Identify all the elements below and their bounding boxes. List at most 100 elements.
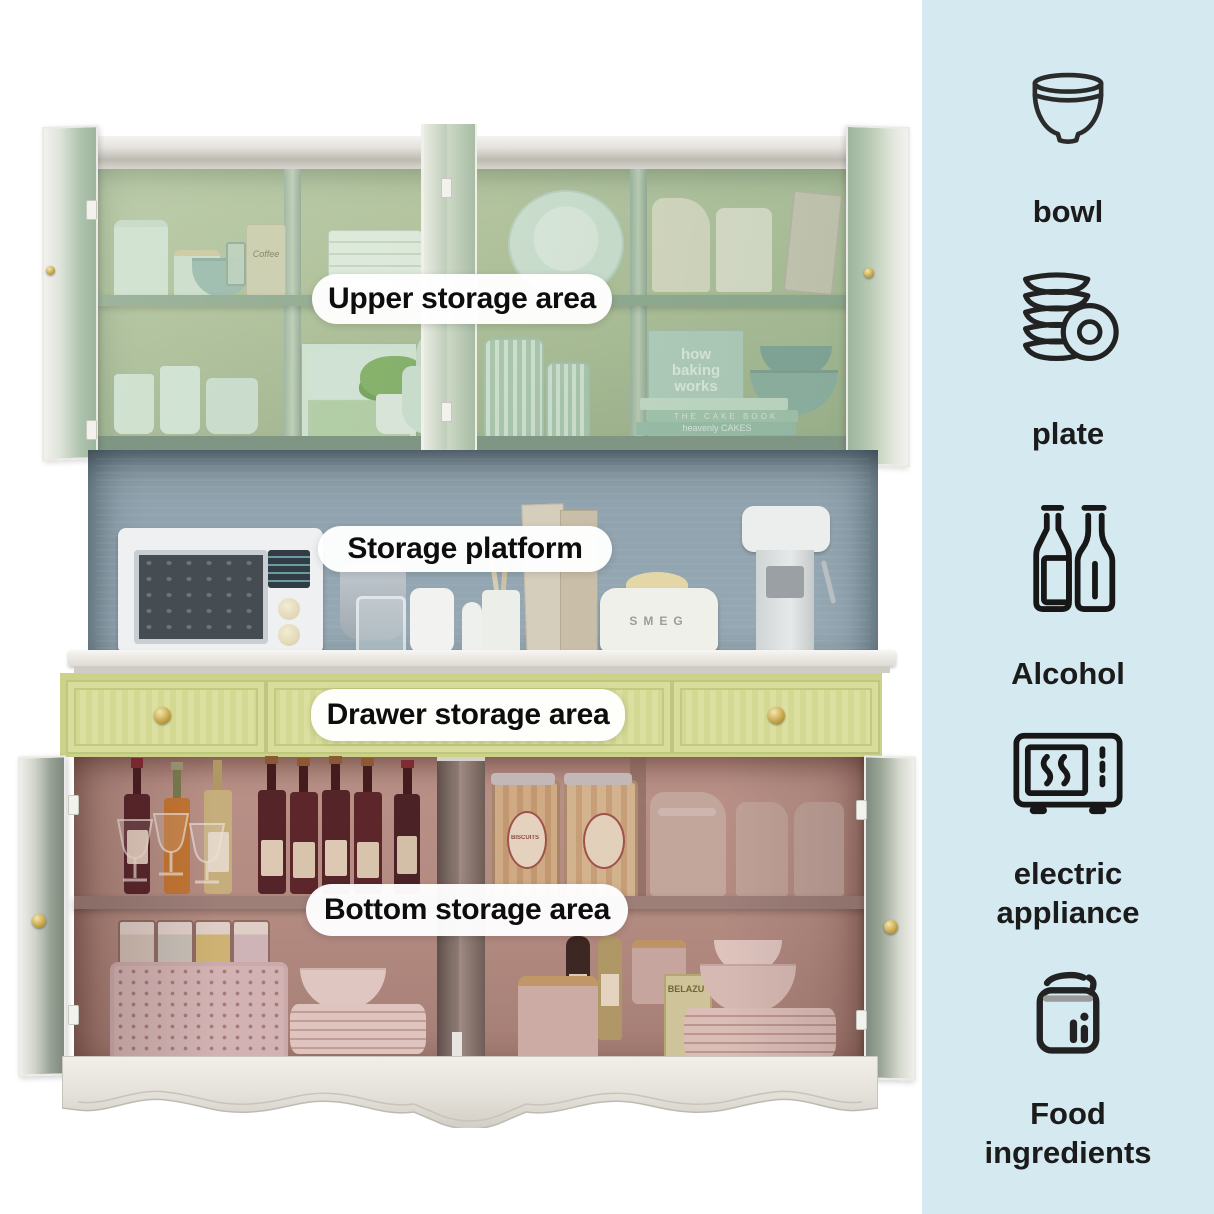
white-jug: [410, 588, 454, 654]
wine-glasses: [116, 813, 226, 884]
paper-sack: [794, 802, 844, 896]
door-hinge: [856, 1010, 867, 1030]
book-spine: [640, 398, 788, 410]
jar-label: [583, 813, 625, 869]
oil-label: [601, 974, 619, 1006]
door-hinge: [441, 178, 452, 198]
biscuit-label-text: BISCUITS: [509, 835, 541, 841]
door-hinge: [856, 800, 867, 820]
small-vase: [462, 602, 482, 654]
baking-book-title: how baking works: [657, 347, 735, 395]
microwave-display: [268, 550, 310, 588]
upper-divider-stile: [630, 169, 647, 450]
storage-basket: [110, 962, 288, 1062]
coffee-machine-head: [742, 506, 830, 552]
microwave-oven: [118, 528, 323, 654]
door-hinge: [86, 200, 97, 220]
legend-label-bowl: bowl: [1032, 194, 1104, 229]
toaster-brand: SMEG: [629, 614, 689, 628]
upper-bottom-rail: [96, 436, 868, 450]
kitchen-hutch-cabinet: Coffee how baking works THE CAKE BOOK he…: [18, 124, 916, 1128]
door-hinge: [441, 402, 452, 422]
oil-box-brand: BELAZU: [666, 984, 706, 994]
creamer-jug: [206, 378, 258, 434]
grain-container: [194, 920, 232, 966]
coffee-machine-body: [756, 550, 814, 650]
microwave-window: [134, 550, 268, 644]
label-bottom-storage-text: Bottom storage area: [323, 893, 611, 926]
microwave-knob: [278, 598, 300, 620]
label-bottom-storage: Bottom storage area: [306, 884, 628, 936]
jar-lid: [564, 773, 632, 785]
heavenly-book-text: heavenly CAKES: [650, 423, 784, 433]
jar-label: BISCUITS: [507, 811, 547, 869]
paper-sack: [736, 802, 788, 896]
base-apron: [62, 1056, 878, 1128]
book-spine: THE CAKE BOOK: [646, 410, 798, 422]
canister-tall: [114, 220, 168, 303]
door-hinge: [68, 795, 79, 815]
hinge-pin: [46, 266, 55, 275]
label-upper-storage-text: Upper storage area: [327, 282, 597, 315]
flour-bag: [650, 792, 726, 896]
paper-bag: [716, 208, 772, 292]
label-storage-platform-text: Storage platform: [347, 532, 583, 565]
cake-book-text: THE CAKE BOOK: [666, 412, 786, 421]
plate-stack: [684, 1008, 836, 1058]
door-hinge: [86, 420, 97, 440]
jar-lid: [491, 773, 555, 785]
grain-container: [118, 920, 156, 966]
upper-divider-stile: [284, 169, 301, 450]
drawer-knob: [154, 707, 171, 724]
utensil-crock: [482, 590, 520, 654]
dark-wine-bottle-group: [258, 756, 420, 894]
legend-item-alcohol: Alcohol: [922, 500, 1214, 693]
fluted-glass-jar: [484, 338, 544, 438]
grain-container: [232, 920, 270, 966]
bag-fold: [658, 808, 716, 816]
cup: [114, 374, 154, 434]
kettle: [340, 564, 406, 640]
plate-icon: [1022, 272, 1119, 362]
label-storage-platform: Storage platform: [318, 526, 612, 572]
countertop: [68, 650, 896, 666]
smeg-toaster: SMEG: [600, 588, 718, 652]
legend-label-electric-appliance: electric appliance: [996, 856, 1140, 930]
biscuit-jar: BISCUITS: [491, 773, 560, 902]
alcohol-icon: [1033, 505, 1116, 612]
biscuit-jar: [564, 773, 638, 902]
crown-molding: [72, 136, 892, 169]
door-hinge: [68, 1005, 79, 1025]
legend-item-electric-appliance: electric appliance: [922, 730, 1214, 932]
legend-label-alcohol: Alcohol: [1011, 656, 1125, 691]
plate-stack: [290, 1004, 426, 1054]
legend-sidebar: bowl plate: [922, 0, 1214, 1214]
bottom-right-open-door: [864, 755, 916, 1081]
legend-label-plate: plate: [1031, 416, 1105, 451]
countertop-lip: [74, 666, 890, 673]
legend-item-food-ingredients: Food ingredients: [922, 966, 1214, 1172]
upper-right-open-door: [846, 124, 910, 468]
legend-item-plate: plate: [922, 266, 1214, 453]
bowl-icon: [1032, 72, 1104, 145]
flour-sack: [652, 198, 710, 292]
coffee-group-head: [766, 566, 804, 598]
coffee-bag-label: Coffee: [249, 249, 283, 259]
microwave-icon: [1013, 732, 1123, 815]
label-drawer-storage: Drawer storage area: [311, 689, 625, 741]
book-spine: heavenly CAKES: [636, 422, 796, 435]
food-ingredients-icon: [1036, 971, 1100, 1054]
door-knob: [884, 920, 898, 934]
door-knob: [32, 914, 46, 928]
upper-left-open-door: [42, 125, 98, 461]
cup: [160, 366, 200, 434]
door-knob: [864, 268, 874, 278]
wine-bottles-and-glasses: [116, 756, 420, 894]
legend-item-bowl: bowl: [922, 64, 1214, 231]
label-upper-storage: Upper storage area: [312, 274, 612, 324]
canister-big: [518, 976, 598, 1068]
floor-gap-highlight: [452, 1032, 462, 1060]
microwave-knob: [278, 624, 300, 646]
fluted-glass-jar: [546, 362, 590, 438]
